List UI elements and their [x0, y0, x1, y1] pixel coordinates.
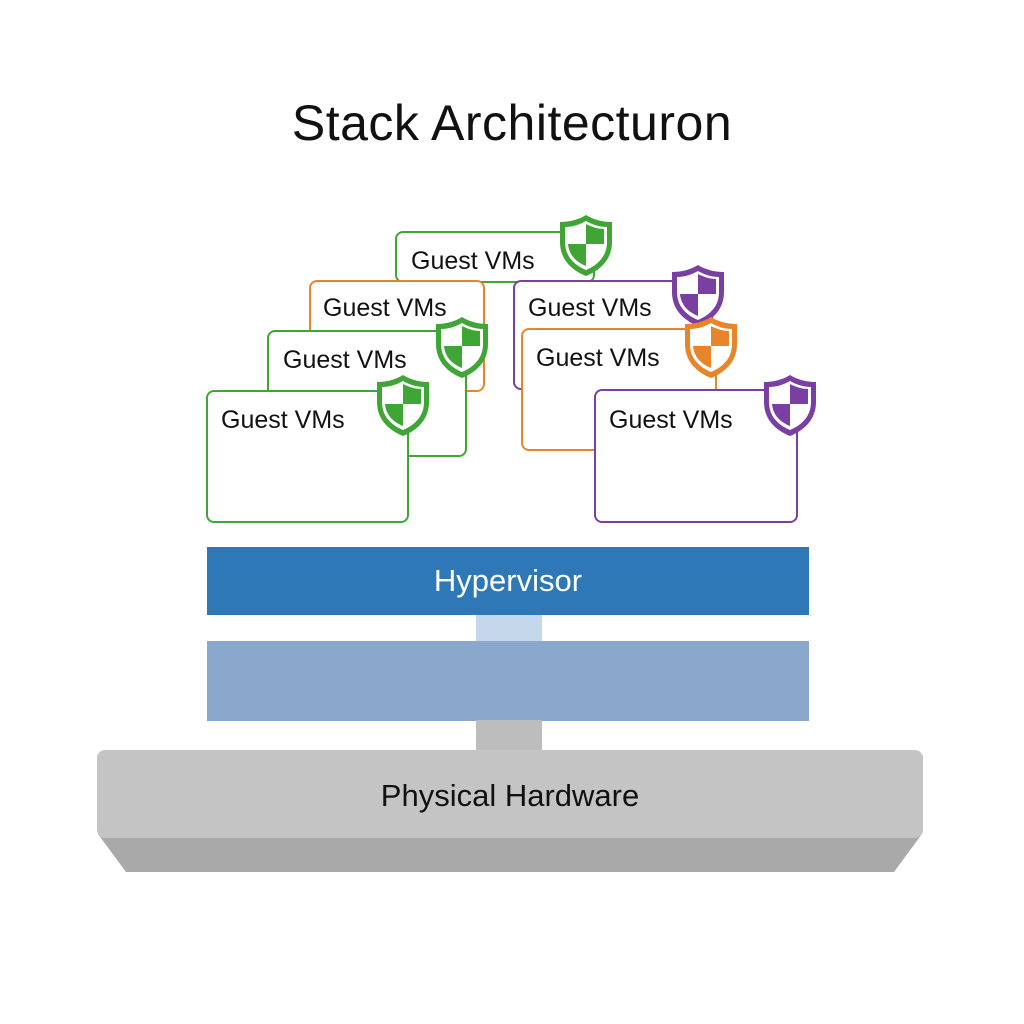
shield-quadrant — [586, 224, 604, 244]
shield-quadrant — [568, 244, 586, 266]
hypervisor-label: Hypervisor — [433, 563, 583, 598]
connector-stem-upper — [476, 615, 542, 642]
hypervisor-layer: Hypervisor — [207, 547, 809, 615]
physical-hardware-layer — [97, 750, 923, 872]
orange-shield-icon — [685, 317, 737, 378]
shield-quadrant — [698, 274, 716, 294]
connector-stem-lower — [476, 720, 542, 754]
shield-quadrant — [680, 294, 698, 316]
guest-vm-label: Guest VMs — [609, 406, 733, 434]
guest-vm-label: Guest VMs — [283, 346, 407, 374]
green-shield-icon — [377, 375, 429, 436]
guest-vm-label: Guest VMs — [528, 294, 652, 322]
shield-quadrant — [385, 404, 403, 426]
shield-quadrant — [711, 326, 729, 346]
shield-quadrant — [403, 384, 421, 404]
guest-vm-label: Guest VMs — [411, 247, 535, 275]
hardware-slab — [97, 750, 923, 838]
guest-vm-card-purple-front: Guest VMs — [594, 389, 798, 523]
guest-vm-label: Guest VMs — [221, 406, 345, 434]
purple-shield-icon — [672, 265, 724, 326]
middle-layer — [207, 641, 809, 721]
guest-vm-label: Guest VMs — [323, 294, 447, 322]
shield-quadrant — [444, 346, 462, 368]
guest-vm-card-green-front: Guest VMs — [206, 390, 409, 523]
green-shield-icon — [560, 215, 612, 276]
shield-quadrant — [772, 404, 790, 426]
guest-vm-label: Guest VMs — [536, 344, 660, 372]
purple-shield-icon — [764, 375, 816, 436]
hardware-label: Physical Hardware — [380, 778, 640, 813]
hardware-bevel — [98, 834, 922, 872]
green-shield-icon — [436, 317, 488, 378]
shield-quadrant — [693, 346, 711, 368]
shield-quadrant — [462, 326, 480, 346]
shield-quadrant — [790, 384, 808, 404]
diagram-title: Stack Architecturon — [291, 95, 733, 151]
